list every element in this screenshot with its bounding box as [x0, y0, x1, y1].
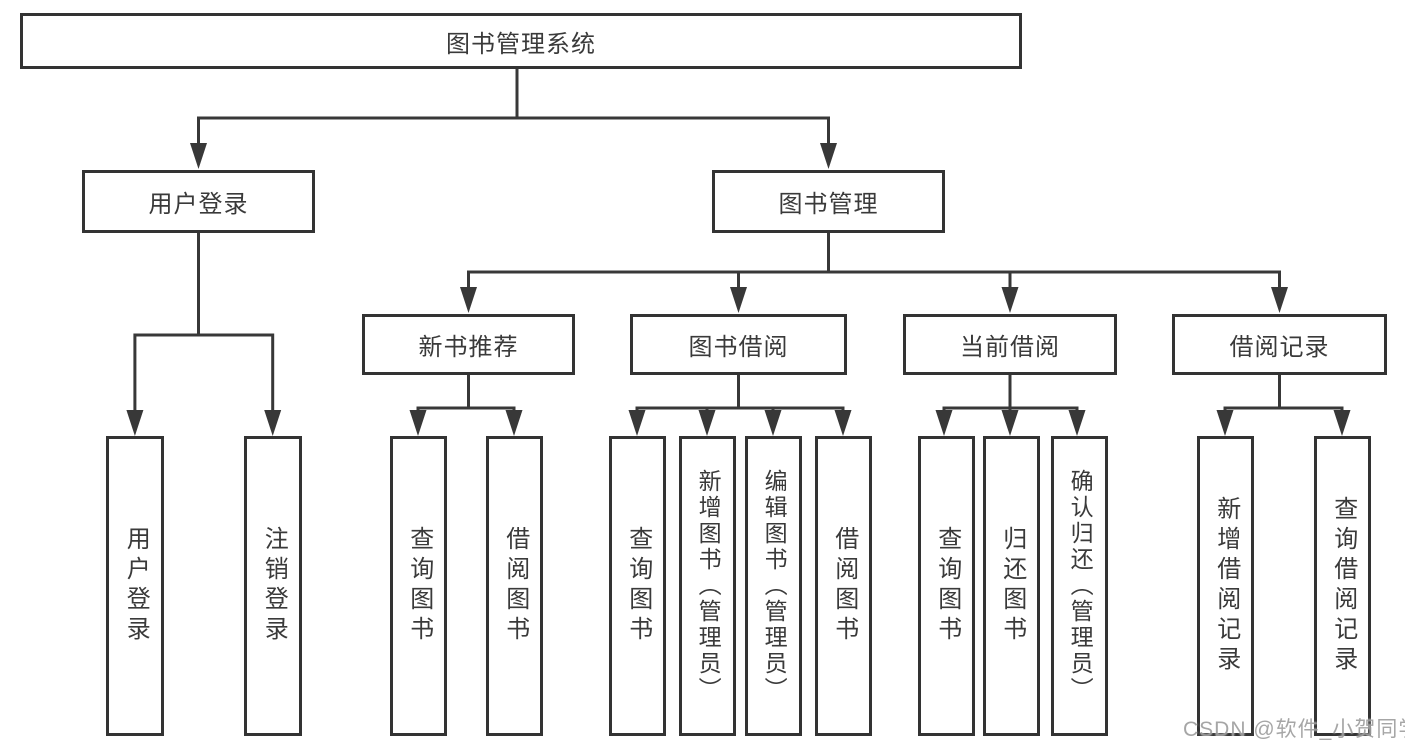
arrow-to-borrow-borrow: [834, 410, 852, 436]
arrowheads: [126, 143, 1351, 436]
leaf-borrow-add-books-admin-label: 新增图书（管理员）: [695, 469, 722, 703]
leaf-current-return-books: 归还图书: [983, 436, 1040, 736]
arrow-to-record-query: [1333, 410, 1351, 436]
leaf-current-return-books-label: 归还图书: [998, 526, 1026, 646]
arrow-to-new-book-recommend: [460, 287, 477, 313]
arrow-to-recommend-borrow: [505, 410, 523, 436]
leaf-recommend-borrow-books-label: 借阅图书: [501, 526, 529, 646]
leaf-logout-action: 注销登录: [244, 436, 302, 736]
node-current-borrow: 当前借阅: [903, 314, 1117, 375]
arrow-to-logout-leaf: [264, 410, 282, 436]
leaf-borrow-edit-books-admin: 编辑图书（管理员）: [745, 436, 802, 736]
connector-new-book-branch: [416, 375, 516, 413]
node-book-management-label: 图书管理: [778, 191, 879, 218]
leaf-record-add-record: 新增借阅记录: [1197, 436, 1254, 736]
arrow-to-borrow-edit: [764, 410, 782, 436]
arrow-to-recommend-query: [409, 410, 427, 436]
arrow-to-borrow-query: [628, 410, 646, 436]
arrow-to-current-query: [935, 410, 953, 436]
node-current-borrow-label: 当前借阅: [960, 334, 1060, 361]
leaf-borrow-borrow-books-label: 借阅图书: [830, 526, 858, 646]
arrow-to-book-management: [820, 143, 837, 169]
leaf-user-login-action: 用户登录: [106, 436, 164, 736]
csdn-watermark: CSDN @软件_小贺同学: [1183, 718, 1405, 741]
node-book-borrow-label: 图书借阅: [688, 334, 789, 361]
node-borrow-record-label: 借阅记录: [1229, 334, 1330, 361]
node-book-borrow: 图书借阅: [630, 314, 847, 375]
leaf-current-query-books: 查询图书: [918, 436, 975, 736]
node-new-book-recommend-label: 新书推荐: [418, 334, 519, 361]
connector-user-login-branch: [133, 233, 275, 412]
connector-borrow-record-branch: [1223, 375, 1344, 413]
node-new-book-recommend: 新书推荐: [362, 314, 575, 375]
leaf-borrow-borrow-books: 借阅图书: [815, 436, 872, 736]
leaf-user-login-action-label: 用户登录: [122, 526, 150, 646]
node-user-login-label: 用户登录: [148, 191, 249, 218]
leaf-recommend-query-books-label: 查询图书: [405, 526, 433, 646]
arrow-to-current-confirm: [1068, 410, 1086, 436]
leaf-current-query-books-label: 查询图书: [933, 526, 961, 646]
connector-root-branch: [197, 69, 830, 146]
leaf-borrow-query-books: 查询图书: [609, 436, 666, 736]
arrow-to-current-return: [1001, 410, 1019, 436]
arrow-to-borrow-record: [1271, 287, 1288, 313]
leaf-current-confirm-return-admin-label: 确认归还（管理员）: [1067, 469, 1094, 703]
leaf-borrow-add-books-admin: 新增图书（管理员）: [679, 436, 736, 736]
leaf-borrow-edit-books-admin-label: 编辑图书（管理员）: [761, 469, 788, 703]
leaf-record-query-record-label: 查询借阅记录: [1329, 496, 1357, 676]
arrow-to-current-borrow: [1001, 287, 1019, 313]
arrow-to-borrow-add: [698, 410, 716, 436]
leaf-record-add-record-label: 新增借阅记录: [1212, 496, 1240, 676]
leaf-logout-action-label: 注销登录: [260, 526, 288, 646]
leaf-recommend-borrow-books: 借阅图书: [486, 436, 543, 736]
arrow-to-user-login-leaf: [126, 410, 144, 436]
arrow-to-user-login: [190, 143, 207, 169]
leaf-record-query-record: 查询借阅记录: [1314, 436, 1371, 736]
arrow-to-record-add: [1216, 410, 1234, 436]
node-user-login: 用户登录: [82, 170, 315, 233]
node-root-system-label: 图书管理系统: [446, 30, 596, 58]
node-book-management: 图书管理: [712, 170, 945, 233]
arrow-to-book-borrow: [730, 287, 747, 313]
node-root-system: 图书管理系统: [20, 13, 1022, 69]
leaf-recommend-query-books: 查询图书: [390, 436, 447, 736]
connector-book-borrow-branch: [635, 375, 845, 413]
connector-book-management-branch: [467, 233, 1281, 290]
connector-current-borrow-branch: [942, 375, 1079, 413]
leaf-borrow-query-books-label: 查询图书: [624, 526, 652, 646]
node-borrow-record: 借阅记录: [1172, 314, 1387, 375]
leaf-current-confirm-return-admin: 确认归还（管理员）: [1051, 436, 1108, 736]
